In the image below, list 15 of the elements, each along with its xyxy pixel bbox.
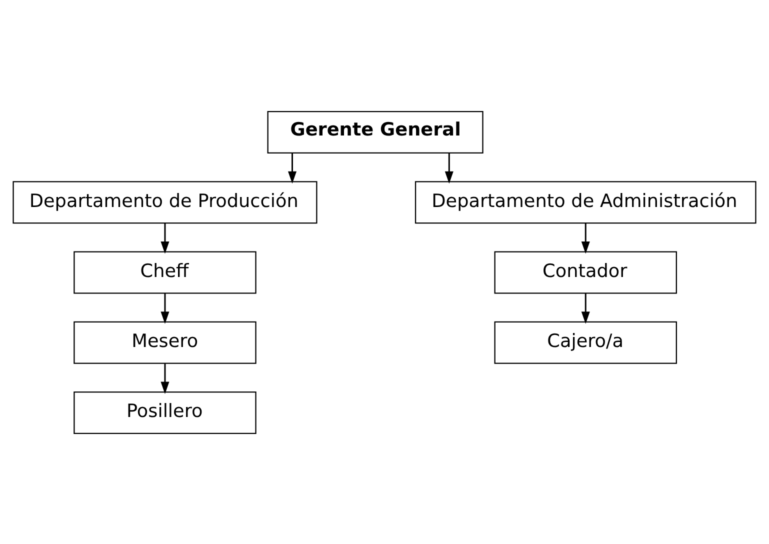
node-box: Posillero bbox=[74, 390, 256, 434]
node-box: Cajero/a bbox=[494, 320, 677, 364]
node-box: Departamento de Administración bbox=[414, 180, 756, 224]
node-box: Gerente General bbox=[267, 110, 484, 154]
arrow bbox=[160, 293, 170, 324]
arrow bbox=[581, 222, 590, 254]
arrow bbox=[160, 363, 170, 394]
arrow bbox=[288, 152, 297, 184]
arrow bbox=[581, 293, 590, 324]
node-box: Departamento de Producción bbox=[12, 180, 318, 224]
node-box: Contador bbox=[494, 250, 677, 294]
node-box: Mesero bbox=[74, 320, 256, 364]
node-box: Cheff bbox=[74, 250, 256, 294]
arrow bbox=[160, 222, 170, 254]
arrow bbox=[444, 152, 454, 184]
